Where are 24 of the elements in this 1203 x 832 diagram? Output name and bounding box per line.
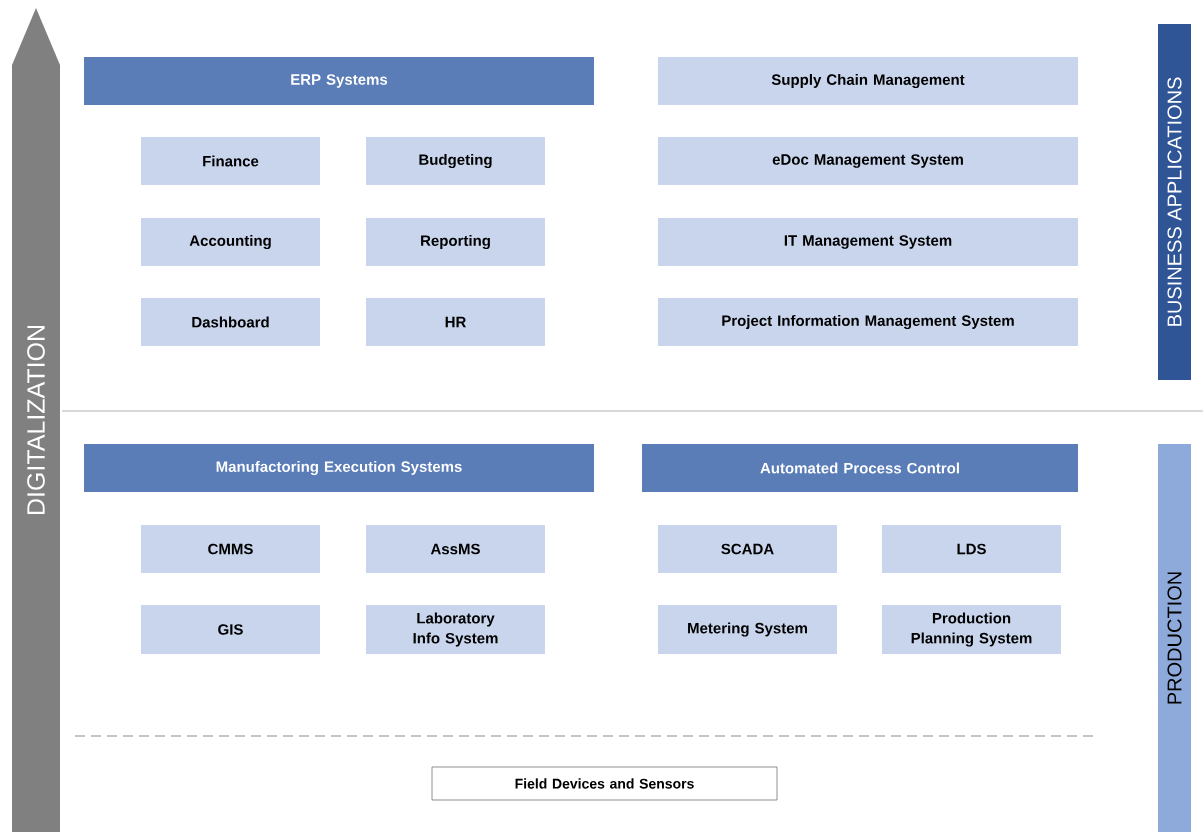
system-box: AssMS bbox=[366, 525, 545, 573]
system-box: Finance bbox=[141, 137, 320, 185]
system-box: GIS bbox=[141, 605, 320, 654]
system-box: Accounting bbox=[141, 218, 320, 266]
system-box: Project Information Management System bbox=[658, 298, 1078, 346]
system-box: Metering System bbox=[658, 605, 837, 654]
outlined-box: Field Devices and Sensors bbox=[431, 766, 778, 801]
system-box: eDoc Management System bbox=[658, 137, 1078, 185]
system-box: CMMS bbox=[141, 525, 320, 573]
system-box: HR bbox=[366, 298, 545, 346]
system-box: IT Management System bbox=[658, 218, 1078, 266]
system-box: LDS bbox=[882, 525, 1061, 573]
system-box: Budgeting bbox=[366, 137, 545, 185]
system-box: SCADA bbox=[658, 525, 837, 573]
header-bar: Manufactoring Execution Systems bbox=[84, 444, 594, 492]
side-band: PRODUCTION bbox=[1158, 444, 1191, 832]
side-band: BUSINESS APPLICATIONS bbox=[1158, 24, 1191, 380]
system-box: Laboratory Info System bbox=[366, 605, 545, 654]
system-box: Dashboard bbox=[141, 298, 320, 346]
system-box: Production Planning System bbox=[882, 605, 1061, 654]
system-box: Supply Chain Management bbox=[658, 57, 1078, 105]
header-bar: Automated Process Control bbox=[642, 444, 1078, 492]
header-bar: ERP Systems bbox=[84, 57, 594, 105]
system-box: Reporting bbox=[366, 218, 545, 266]
